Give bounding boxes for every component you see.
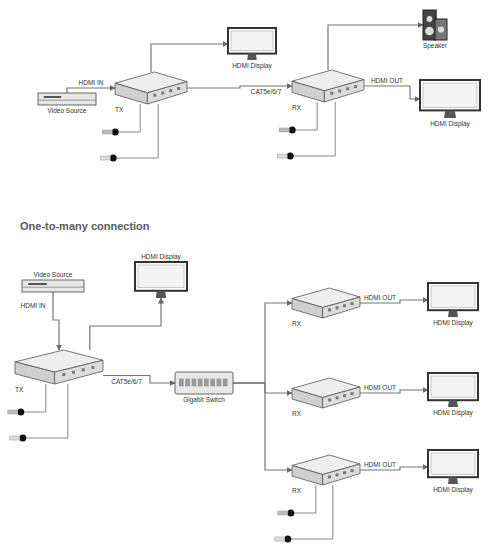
box-illustration — [292, 378, 360, 408]
cable-label: CAT5e/6/7 — [250, 88, 283, 95]
ir-plug — [110, 155, 117, 162]
box-device: RX — [292, 70, 364, 102]
ir-sensor — [100, 156, 110, 160]
cable-connector — [364, 86, 420, 99]
monitor-device: HDMI Display — [420, 80, 480, 118]
monitor-illustration — [428, 283, 478, 317]
monitor-device: HDMI Display — [228, 28, 276, 60]
box-illustration — [115, 72, 187, 104]
device-label: RX — [292, 410, 301, 417]
player-illustration — [38, 93, 96, 105]
speaker-device: Speaker — [423, 10, 447, 40]
ir-plug — [284, 536, 291, 543]
monitor-illustration — [420, 80, 480, 118]
monitor-device: HDMI Display — [428, 450, 478, 484]
device-label: HDMI Display — [232, 62, 272, 69]
cable-label: CAT5e/6/7 — [110, 378, 143, 385]
ir-plug — [287, 510, 294, 517]
cable-connector — [67, 88, 115, 93]
device-label: TX — [15, 386, 23, 393]
ir-sensor — [277, 154, 287, 158]
ir-plug — [289, 127, 296, 134]
player-device: Video Source — [22, 280, 84, 292]
box-device: TX — [115, 72, 187, 104]
ir-sensor — [8, 410, 18, 414]
ir-cables — [8, 102, 335, 543]
ir-sensor — [275, 537, 285, 541]
box-device: TX — [15, 350, 103, 384]
device-label: RX — [292, 320, 301, 327]
section-heading: One-to-many connection — [20, 220, 150, 232]
ir-plug — [287, 153, 294, 160]
switch-device: Gigabit Switch — [175, 372, 233, 394]
device-label: Speaker — [423, 42, 447, 49]
ir-sensor — [279, 128, 289, 132]
ir-plug — [112, 129, 119, 136]
cable-connector — [90, 298, 161, 350]
box-illustration — [292, 70, 364, 102]
device-label: HDMI Display — [433, 319, 473, 326]
box-illustration — [15, 350, 103, 384]
cable-label: HDMI OUT — [363, 294, 397, 301]
cable-connector — [233, 383, 292, 470]
ir-sensor — [102, 130, 112, 134]
player-device: Video Source — [38, 93, 96, 105]
ir-sensor — [10, 436, 20, 440]
device-label: RX — [292, 104, 301, 111]
monitor-device: HDMI Display — [135, 262, 187, 298]
box-illustration — [292, 455, 360, 485]
ir-cable — [291, 485, 333, 539]
device-label: HDMI Display — [433, 486, 473, 493]
monitor-illustration — [428, 450, 478, 484]
box-device: RX — [292, 378, 360, 408]
switch-illustration — [175, 372, 233, 394]
cable-label: HDMI OUT — [370, 77, 404, 84]
ir-sensor — [278, 511, 288, 515]
cable-label: HDMI IN — [20, 302, 47, 309]
monitor-illustration — [135, 262, 187, 298]
device-label: Gigabit Switch — [183, 396, 225, 403]
player-illustration — [22, 280, 84, 292]
device-label: HDMI Display — [141, 253, 181, 260]
monitor-illustration — [228, 28, 276, 60]
speaker-illustration — [423, 10, 447, 40]
device-label: TX — [115, 106, 123, 113]
device-label: HDMI Display — [433, 409, 473, 416]
box-illustration — [292, 288, 360, 318]
box-device: RX — [292, 288, 360, 318]
monitor-device: HDMI Display — [428, 373, 478, 407]
monitor-device: HDMI Display — [428, 283, 478, 317]
ir-cable — [24, 384, 46, 412]
cable-connector — [328, 25, 423, 70]
ir-plug — [19, 435, 26, 442]
box-device: RX — [292, 455, 360, 485]
cable-label: HDMI OUT — [363, 461, 397, 468]
device-label: Video Source — [48, 107, 87, 114]
device-label: HDMI Display — [430, 120, 470, 127]
cable-connector — [233, 303, 292, 383]
cable-connector — [233, 383, 292, 393]
monitor-illustration — [428, 373, 478, 407]
cable-connector — [151, 44, 228, 72]
device-label: RX — [292, 487, 301, 494]
connectors — [53, 25, 428, 470]
cable-connector — [53, 292, 59, 350]
cable-label: HDMI OUT — [363, 384, 397, 391]
device-label: Video Source — [34, 271, 73, 278]
cable-label: HDMI IN — [78, 79, 105, 86]
ir-cable — [26, 384, 68, 438]
ir-plug — [17, 409, 24, 416]
